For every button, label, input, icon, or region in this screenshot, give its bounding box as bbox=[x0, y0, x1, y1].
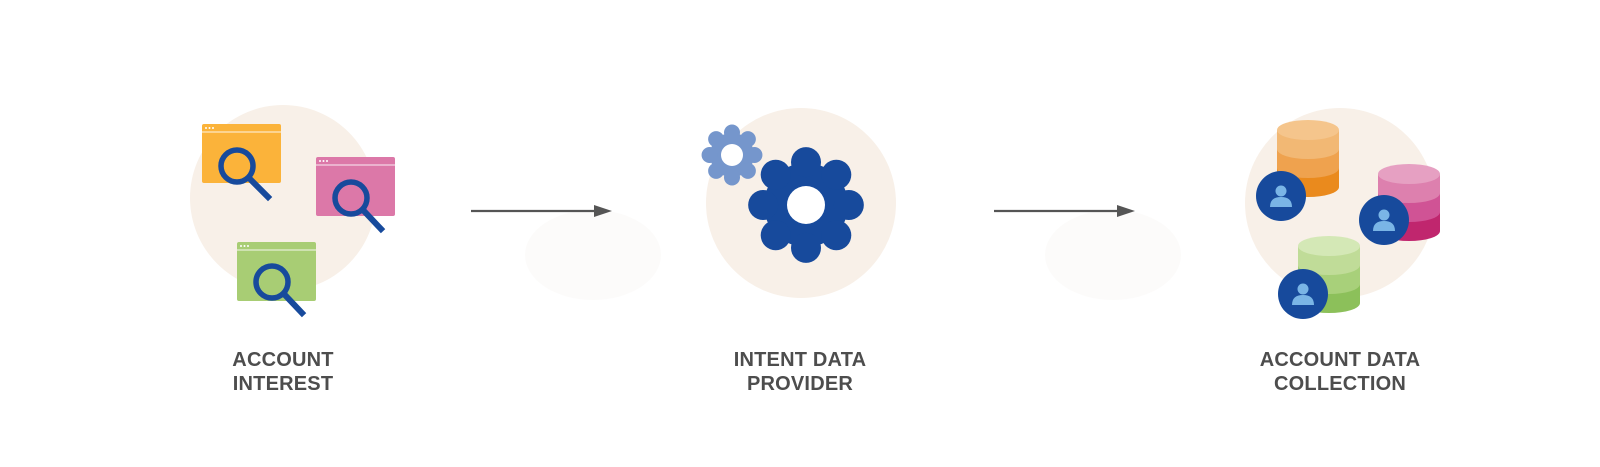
step-account-data-collection-illustration bbox=[1245, 108, 1440, 319]
step-label-intent-data-provider: INTENT DATA PROVIDER bbox=[650, 348, 950, 396]
step-label-account-data-collection: ACCOUNT DATA COLLECTION bbox=[1190, 348, 1490, 396]
arrow-right-icon bbox=[994, 205, 1181, 300]
user-avatar-icon bbox=[1359, 195, 1409, 245]
step-label-account-interest: ACCOUNT INTEREST bbox=[133, 348, 433, 396]
magnifier-icon bbox=[218, 147, 273, 202]
magnifier-icon bbox=[332, 179, 386, 234]
user-avatar-icon bbox=[1256, 171, 1306, 221]
small-gear-icon bbox=[701, 124, 763, 186]
label-line: COLLECTION bbox=[1274, 373, 1406, 395]
label-line: ACCOUNT bbox=[232, 349, 334, 371]
label-line: INTEREST bbox=[232, 373, 334, 395]
arrow-right-icon bbox=[471, 205, 661, 300]
label-line: PROVIDER bbox=[746, 373, 854, 395]
label-line: ACCOUNT DATA bbox=[1259, 349, 1421, 371]
step-account-interest-illustration bbox=[190, 105, 395, 318]
label-line: INTENT DATA bbox=[733, 349, 867, 371]
step-intent-data-provider-illustration bbox=[701, 108, 896, 298]
large-gear-icon bbox=[748, 147, 864, 263]
user-avatar-icon bbox=[1278, 269, 1328, 319]
magnifier-icon bbox=[253, 263, 307, 318]
